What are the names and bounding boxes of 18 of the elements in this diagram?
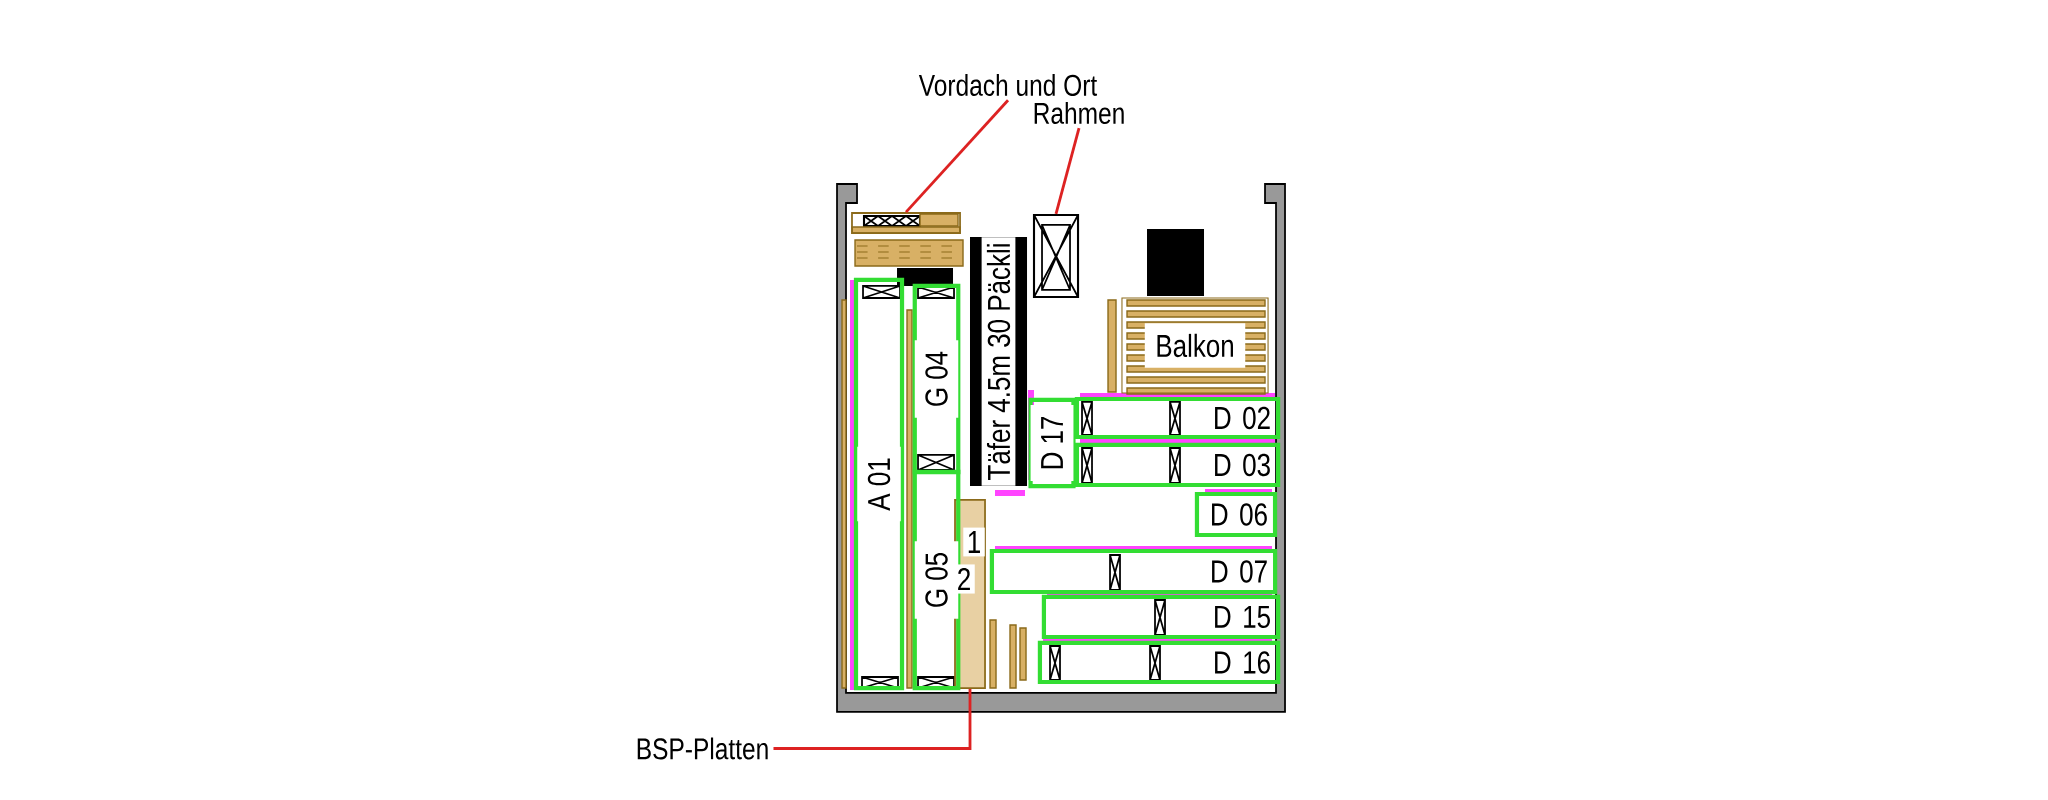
ceiling-panel: D 07 bbox=[989, 548, 1278, 595]
callout-number: 1 bbox=[963, 527, 985, 557]
frame-stack bbox=[1032, 213, 1080, 299]
ceiling-panel: D 03 bbox=[1074, 442, 1281, 488]
callout-label: BSP-Platten bbox=[637, 737, 768, 760]
callout-number: 2 bbox=[953, 564, 975, 594]
callout-label: Rahmen bbox=[1034, 102, 1124, 124]
ceiling-panel: D 15 bbox=[1041, 594, 1281, 640]
balcony-stack: Balkon bbox=[1121, 297, 1269, 394]
wall-panel: D 17 bbox=[1028, 397, 1076, 489]
callout-label: Vordach und Ort bbox=[918, 74, 1098, 96]
roof-stack bbox=[851, 212, 961, 234]
ceiling-panel: D 06 bbox=[1194, 491, 1278, 538]
ceiling-panel: D 02 bbox=[1074, 396, 1281, 440]
wall-panel: G 04 bbox=[912, 283, 961, 475]
package-box: Täfer 4.5m 30 Päckli bbox=[970, 236, 1028, 487]
wall-panel: A 01 bbox=[853, 277, 905, 691]
ceiling-panel: D 16 bbox=[1037, 640, 1281, 685]
